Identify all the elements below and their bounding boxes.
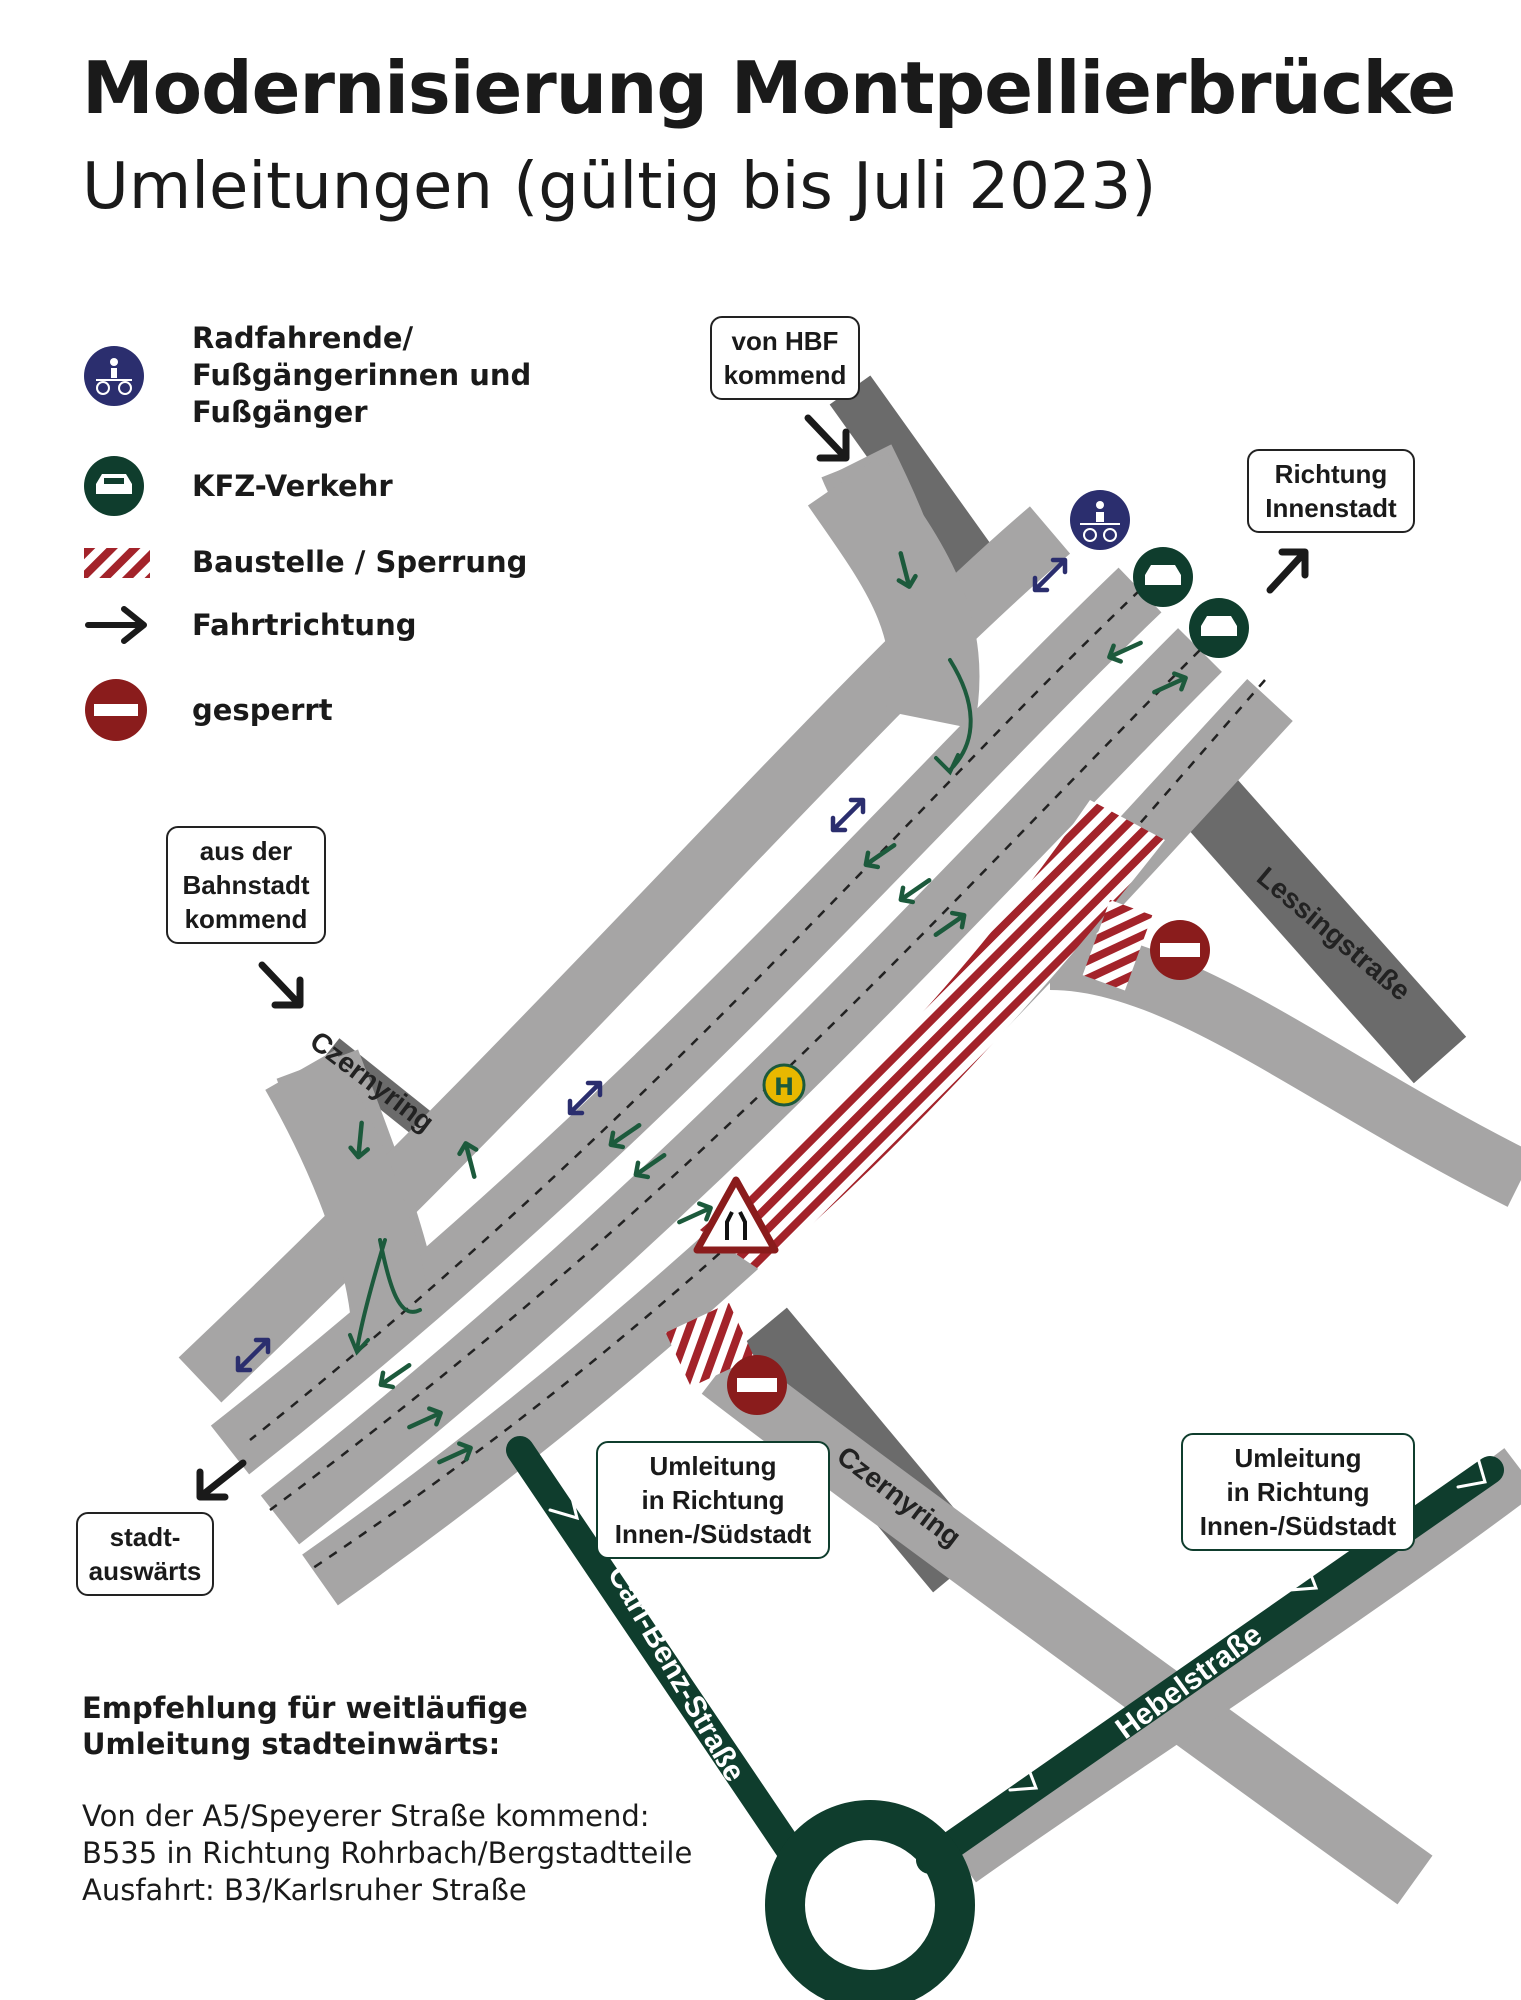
closure-hatch-lessing [1082, 899, 1153, 991]
recommendation-heading: Empfehlung für weitläufige Umleitung sta… [82, 1691, 528, 1761]
construction-hatch-icon [84, 547, 150, 578]
label-stadtauswaerts: stadt- auswärts [76, 1512, 214, 1596]
lane-lines [249, 589, 1266, 1572]
legend-car: KFZ-Verkehr [84, 456, 393, 516]
no-entry-icon [1150, 920, 1210, 980]
ramps [265, 454, 980, 1316]
label-aus-der-bahnstadt: aus der Bahnstadt kommend [166, 826, 326, 944]
legend-bike-ped-line-1: Radfahrende/ [192, 321, 414, 355]
construction-zone [700, 800, 1165, 1270]
traffic-arrows-green [343, 553, 1188, 1473]
page-subtitle: Umleitungen (gültig bis Juli 2023) [82, 150, 1157, 224]
car-icon [84, 456, 144, 516]
legend-bike-ped: Radfahrende/ Fußgängerinnen und Fußgänge… [84, 320, 531, 431]
direction-arrows-black [196, 414, 1309, 1501]
legend-direction: Fahrtrichtung [84, 605, 416, 645]
legend-direction-label: Fahrtrichtung [192, 607, 417, 642]
page-title: Modernisierung Montpellierbrücke [82, 46, 1456, 130]
closure-hatch-czerny [665, 1303, 755, 1387]
street-name-carl-benz-strasse: Carl-Benz-Straße [601, 1560, 751, 1787]
legend-bike-ped-line-3: Fußgänger [192, 395, 368, 429]
svg-text:H: H [774, 1073, 794, 1101]
bike-pedestrian-lane-icon [1070, 490, 1130, 550]
detour-chevrons [548, 1456, 1487, 1792]
no-entry-icon [85, 679, 147, 741]
label-richtung-innenstadt: Richtung Innenstadt [1247, 449, 1415, 533]
legend-construction: Baustelle / Sperrung [84, 544, 527, 581]
label-umleitung-1: Umleitung in Richtung Innen-/Südstadt [596, 1441, 830, 1559]
lane-narrowing-sign [693, 1176, 779, 1254]
legend-closed: gesperrt [84, 678, 333, 742]
bus-stop-icon: H [762, 1063, 806, 1107]
legend-bike-ped-line-2: Fußgängerinnen und [192, 358, 532, 392]
arrow-icon [85, 606, 147, 644]
car-lane-icon [1189, 598, 1249, 658]
legend-car-label: KFZ-Verkehr [192, 468, 393, 503]
bike-pedestrian-icon [84, 345, 144, 406]
label-von-hbf: von HBF kommend [710, 316, 860, 400]
label-umleitung-2: Umleitung in Richtung Innen-/Südstadt [1181, 1433, 1415, 1551]
car-lane-icon [1133, 547, 1193, 607]
recommendation-body: Von der A5/Speyerer Straße kommend: B535… [82, 1799, 693, 1907]
no-entry-icon [727, 1355, 787, 1415]
legend-closed-label: gesperrt [192, 692, 333, 727]
legend-construction-label: Baustelle / Sperrung [192, 545, 528, 579]
